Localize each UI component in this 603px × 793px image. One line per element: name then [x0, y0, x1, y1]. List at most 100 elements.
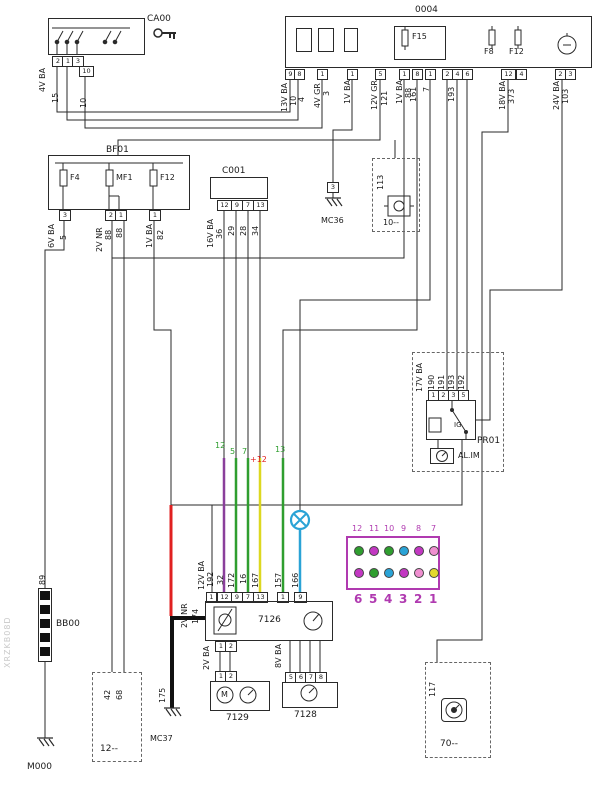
u0004-pin: 1 — [317, 69, 328, 80]
bf01-wire: 88 — [104, 229, 113, 240]
bf01-pin: 1 — [149, 210, 161, 221]
u0004-inner-box — [296, 28, 312, 52]
motor-icon-7129 — [216, 686, 234, 704]
c001-wire: 28 — [239, 225, 248, 236]
conn-num-big: 6 — [354, 592, 363, 606]
conn-dot — [384, 568, 394, 578]
u7126-left-wire: 174 — [191, 608, 200, 624]
mc36-label: MC36 — [321, 216, 344, 225]
fuse-symbols-0004 — [401, 26, 522, 50]
component-113-icon — [384, 195, 414, 217]
u0004-pin: 8 — [412, 69, 423, 80]
c001-pin: 12 — [217, 200, 232, 211]
conn-dot — [354, 568, 364, 578]
u7126-top-pin: 1 — [277, 592, 289, 603]
u7128-box — [282, 682, 338, 708]
conn-num-big: 3 — [399, 592, 408, 606]
conn-num: 12 — [352, 524, 363, 533]
u0004-wire: 24V BA — [552, 80, 561, 110]
ca00-pin-3: 3 — [72, 56, 84, 67]
u7128-wire: 8V BA — [274, 643, 283, 668]
conn-dot — [369, 546, 379, 556]
u0004-pin: 12 — [501, 69, 516, 80]
conn-num: 10 — [384, 524, 395, 533]
u7129-motor-letter: M — [221, 690, 228, 699]
mc36-pin: 3 — [327, 182, 339, 193]
ca00-wire-name: 4V BA — [38, 67, 47, 92]
u7126-box — [205, 601, 333, 641]
component-113-id: 113 — [376, 174, 385, 190]
u7129-wire: 2V BA — [202, 645, 211, 670]
component-113-box — [372, 158, 420, 232]
u0004-pin: 1 — [425, 69, 436, 80]
relay-symbol — [428, 400, 468, 440]
conn-dot — [429, 546, 439, 556]
watermark-text: XRZKB08D — [3, 616, 12, 668]
component-70-wire: 117 — [428, 681, 437, 697]
ground-wire-thick — [170, 616, 205, 708]
u0004-wire: 1V BA — [395, 79, 404, 104]
u0004-pin: 6 — [462, 69, 473, 80]
wire-tag-13: 13 — [275, 445, 286, 454]
fuse-f12-label: F12 — [160, 173, 175, 182]
u7126-bottom-pin: 2 — [225, 641, 237, 652]
bf01-fuse-box — [48, 155, 190, 210]
wire-tag-5: 5 — [230, 447, 236, 456]
mc37-label: MC37 — [150, 734, 173, 743]
pr01-dashed-box — [412, 352, 504, 472]
u0004-wire: 4V GR — [313, 83, 322, 108]
conn-num: 9 — [401, 524, 407, 533]
conn-num-big: 4 — [384, 592, 393, 606]
wire-tag-7: 7 — [242, 447, 248, 456]
conn-num-big: 5 — [369, 592, 378, 606]
wire-tag-12: 12 — [215, 441, 226, 450]
fuse-f8-label: F8 — [484, 47, 494, 56]
component-70-box — [425, 662, 491, 758]
bf01-wire: 2V NR — [95, 227, 104, 252]
u7126-left-wire: 2V NR — [180, 603, 189, 628]
conn-num: 11 — [369, 524, 380, 533]
mc37-wire: 175 — [158, 687, 167, 703]
bf01-wire: 82 — [156, 229, 165, 240]
bf01-wire: 1V BA — [145, 223, 154, 248]
u0004-pin: 1 — [347, 69, 358, 80]
bf01-wire: 88 — [115, 227, 124, 238]
solenoid-icon-7126 — [213, 606, 237, 635]
u0004-wire: 161 — [409, 86, 418, 102]
pr01-wire: 17V BA — [415, 362, 424, 392]
bf01-wire: 5 — [59, 234, 68, 240]
u7126-top-wire: 32 — [216, 574, 225, 585]
fuse-mf1-label: MF1 — [116, 173, 133, 182]
u7126-top-pin: 9 — [294, 592, 307, 603]
alim-label: AL.IM — [458, 451, 480, 460]
u0004-pin: 4 — [516, 69, 527, 80]
fuse-symbols-bf01 — [55, 162, 183, 210]
component-12-label: 12-- — [100, 744, 118, 754]
bf01-wire: 6V BA — [47, 223, 56, 248]
bb00-title: BB00 — [56, 619, 80, 629]
u0004-f15-box — [394, 26, 446, 60]
bb00-connector-strip — [38, 588, 52, 662]
u0004-inner-box — [344, 28, 358, 52]
conn-dot — [384, 546, 394, 556]
c001-wire: 34 — [251, 225, 260, 236]
component-70-icon — [445, 701, 463, 719]
u7126-top-pin: 13 — [253, 592, 268, 603]
ground-symbol-m000 — [37, 737, 55, 747]
gauge-icon-7126 — [303, 611, 323, 631]
u0004-wire: 193 — [447, 86, 456, 102]
u0004-wire: 13V BA — [280, 82, 289, 112]
u0004-fuse-box — [285, 16, 592, 68]
pr01-relay-box — [426, 400, 476, 440]
component-12-wire: 68 — [115, 689, 124, 700]
conn-dot — [369, 568, 379, 578]
u7128-title: 7128 — [294, 710, 317, 720]
bf01-title: BF01 — [106, 145, 129, 155]
u0004-pin: 3 — [565, 69, 576, 80]
u7126-top-pin: 1 — [206, 592, 217, 603]
u0004-wire: 7 — [422, 86, 431, 92]
pr01-relay-text: IG — [454, 421, 462, 429]
multipin-connector-box — [346, 536, 440, 590]
pr01-wire: 192 — [457, 374, 466, 390]
